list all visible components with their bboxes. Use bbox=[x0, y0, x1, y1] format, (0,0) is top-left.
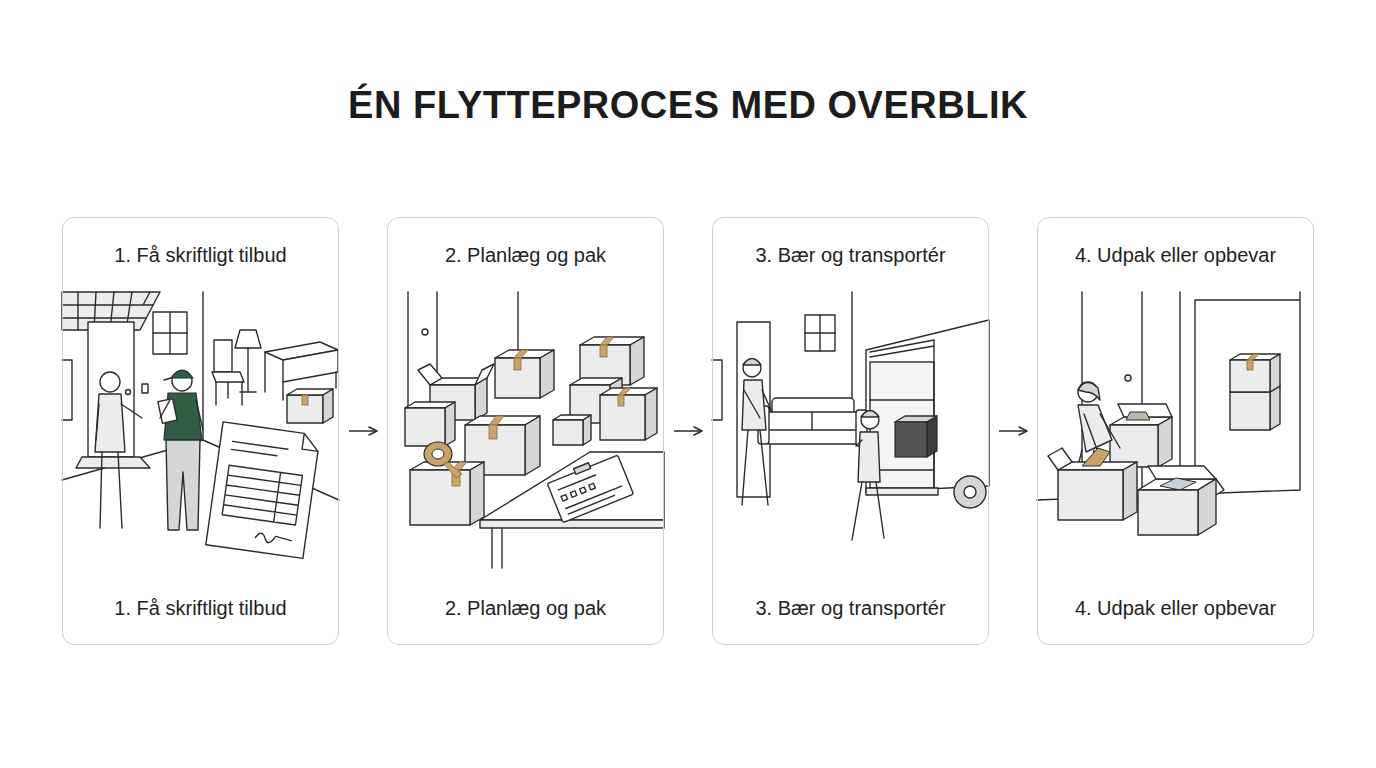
step-heading: 3. Bær og transportér bbox=[755, 244, 945, 267]
tape-roll bbox=[424, 442, 462, 478]
flow-arrow bbox=[999, 430, 1027, 432]
step-caption: 1. Få skriftligt tilbud bbox=[114, 597, 286, 620]
open-box bbox=[1138, 466, 1224, 535]
mover-figure bbox=[742, 359, 772, 506]
walls bbox=[1037, 292, 1300, 500]
door-handle bbox=[126, 390, 131, 395]
open-box bbox=[1110, 404, 1172, 467]
customer-figure bbox=[95, 372, 142, 528]
step-card: 1. Få skriftligt tilbud 1. Få skriftligt … bbox=[62, 217, 339, 645]
door-handle bbox=[1125, 375, 1131, 381]
flow-arrow bbox=[349, 430, 377, 432]
door bbox=[88, 322, 134, 457]
quote-document bbox=[206, 422, 320, 558]
diagram-title: ÉN FLYTTEPROCES MED OVERBLIK bbox=[0, 84, 1376, 127]
door-handle bbox=[422, 329, 428, 335]
step-heading: 4. Udpak eller opbevar bbox=[1075, 244, 1276, 267]
window bbox=[805, 315, 835, 351]
checklist-clipboard bbox=[546, 452, 634, 523]
window-cross bbox=[153, 312, 187, 354]
box bbox=[410, 462, 484, 525]
step-heading: 1. Få skriftligt tilbud bbox=[114, 244, 286, 267]
step-caption: 2. Planlæg og pak bbox=[445, 597, 606, 620]
box bbox=[553, 415, 591, 445]
mover-figure bbox=[852, 411, 884, 541]
box bbox=[1230, 354, 1280, 392]
box bbox=[405, 402, 455, 446]
flow-arrow bbox=[674, 430, 702, 432]
step-card: 4. Udpak eller opbevar 4. Udpak eller opb… bbox=[1037, 217, 1314, 645]
truck bbox=[866, 320, 989, 508]
transport-scene bbox=[712, 292, 989, 540]
step bbox=[76, 457, 150, 468]
packing-scene bbox=[405, 292, 664, 568]
quote-scene bbox=[62, 292, 339, 558]
furniture bbox=[212, 330, 338, 423]
window bbox=[153, 312, 187, 354]
open-box bbox=[1048, 448, 1137, 520]
table bbox=[480, 452, 664, 568]
step-card: 2. Planlæg og pak 2. Planlæg og pak bbox=[387, 217, 664, 645]
step-heading: 2. Planlæg og pak bbox=[445, 244, 606, 267]
step-caption: 3. Bær og transportér bbox=[755, 597, 945, 620]
box bbox=[495, 350, 554, 398]
step-card: 3. Bær og transportér 3. Bær og transport… bbox=[712, 217, 989, 645]
mover-figure bbox=[158, 370, 203, 530]
box bbox=[600, 388, 657, 440]
unpack-scene bbox=[1037, 292, 1300, 535]
sofa bbox=[758, 398, 867, 446]
step-caption: 4. Udpak eller opbevar bbox=[1075, 597, 1276, 620]
window-cross bbox=[805, 315, 835, 351]
switch bbox=[142, 384, 148, 393]
